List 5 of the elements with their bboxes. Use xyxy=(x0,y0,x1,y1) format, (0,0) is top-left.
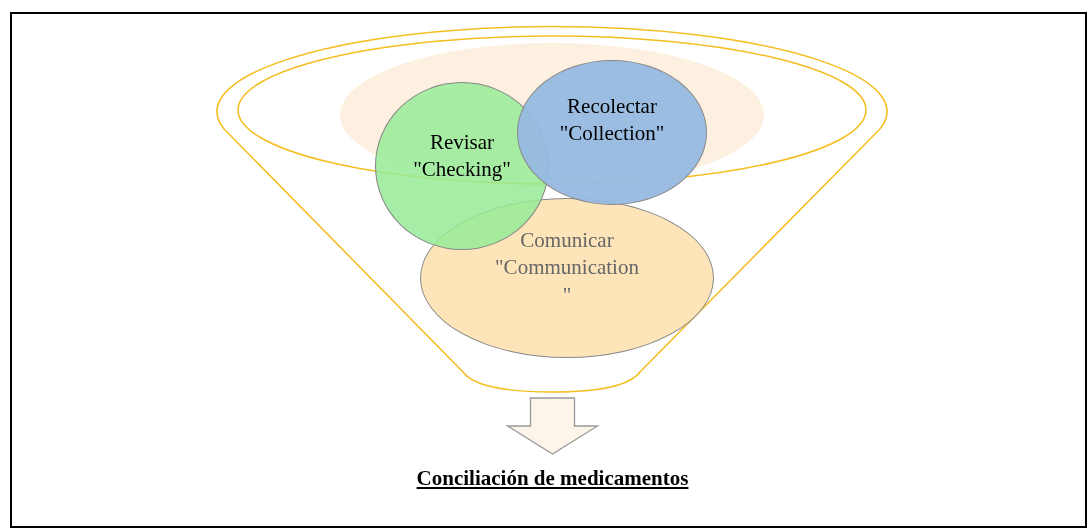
node-label: Revisar "Checking" xyxy=(412,128,512,183)
node-label: Comunicar "Communication" xyxy=(494,227,640,309)
node-label: Recolectar "Collection" xyxy=(558,92,666,147)
title-text: Conciliación de medicamentos xyxy=(416,465,689,491)
block-arrow xyxy=(505,397,600,455)
